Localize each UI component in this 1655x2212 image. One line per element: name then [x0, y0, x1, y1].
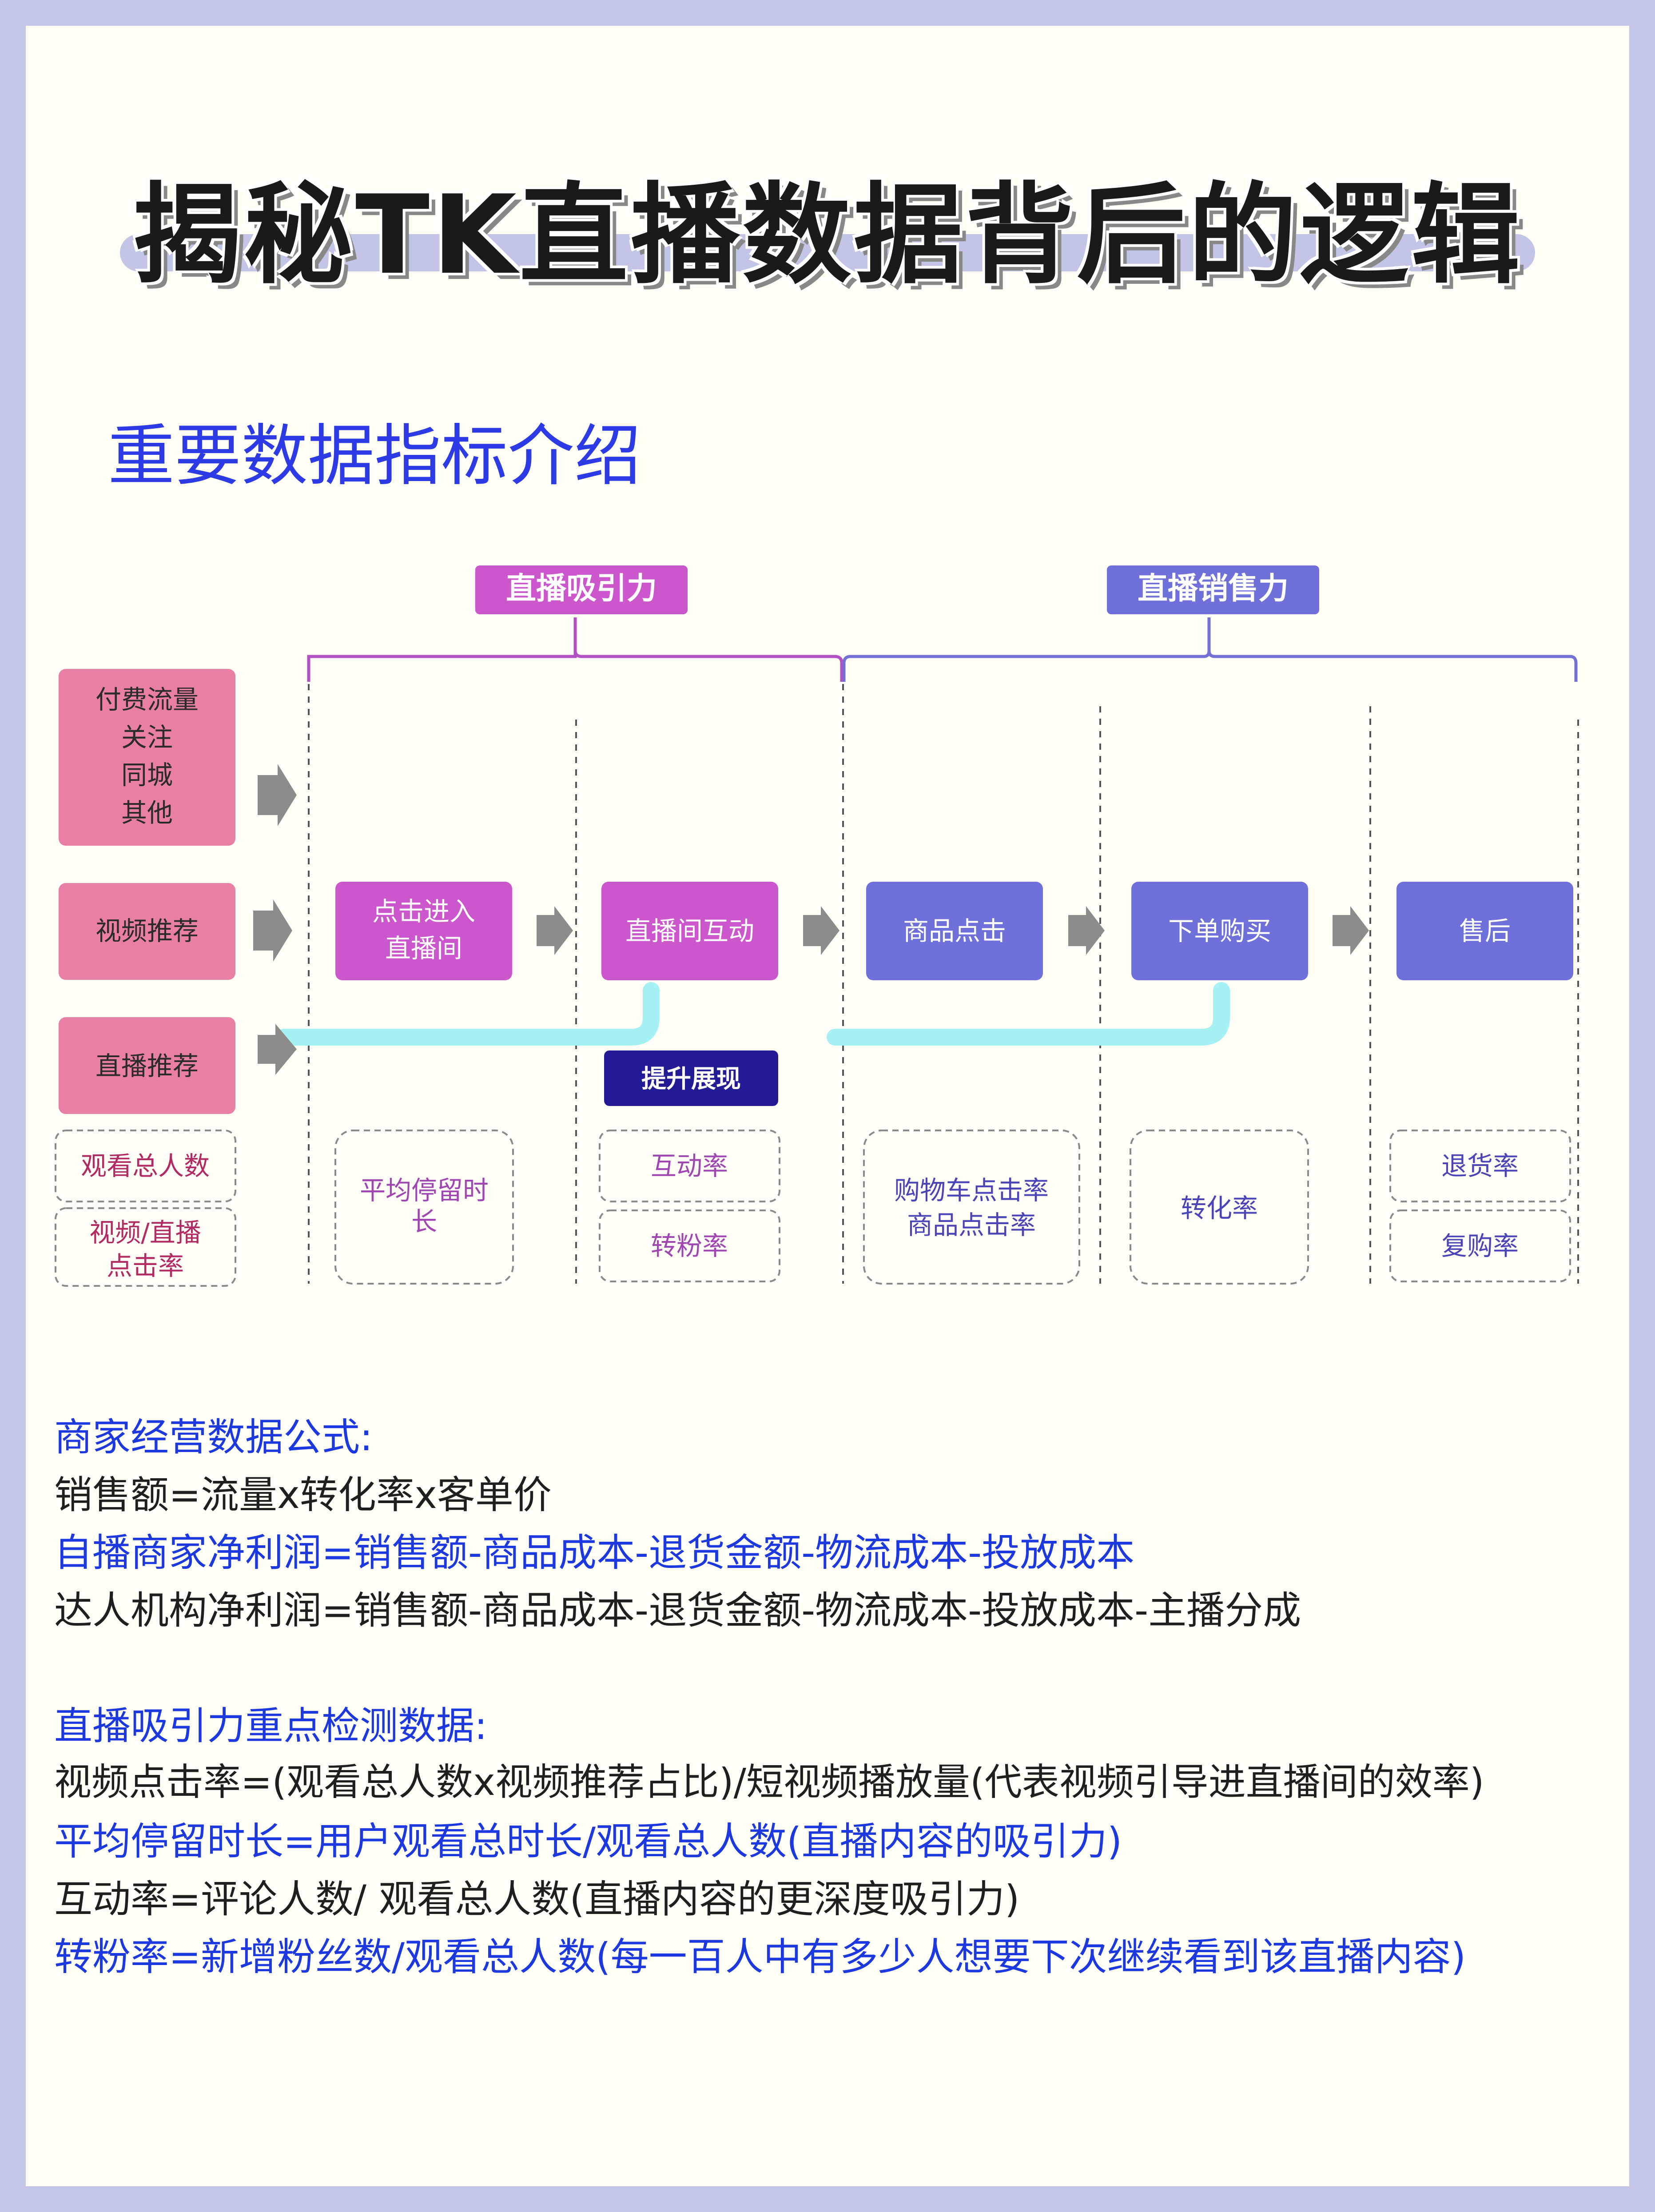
step-click-enter-box [335, 882, 512, 980]
flow-arrows [253, 764, 1369, 1075]
step-after-sale-box [1396, 882, 1573, 980]
metric-conversion: 转化率 [1181, 1193, 1258, 1223]
arrow-paid [258, 764, 297, 826]
brace-sales [842, 617, 1578, 682]
interact-formula: 互动率=评论人数/ 观看总人数(直播内容的更深度吸引力) [54, 1877, 1020, 1922]
agency-profit-formula: 达人机构净利润=销售额-商品成本-退货金额-物流成本-投放成本-主播分成 [54, 1588, 1301, 1633]
dashed-dividers [308, 684, 1579, 1284]
metric-avg-stay-line-2: 长 [411, 1206, 437, 1237]
metric-click-rate-line-1: 视频/直播 [89, 1217, 201, 1248]
source-live-rec-box [59, 1017, 235, 1114]
video-click-formula: 视频点击率=(观看总人数x视频推荐占比)/短视频播放量(代表视频引导进直播间的效… [54, 1760, 1484, 1804]
metric-total-viewers-box [55, 1130, 236, 1202]
metric-cart-click-line-2: 商品点击率 [907, 1210, 1036, 1240]
boost-box [604, 1050, 778, 1106]
follow-formula: 转粉率=新增粉丝数/观看总人数(每一百人中有多少人想要下次继续看到该直播内容) [54, 1935, 1466, 1979]
step-order-label: 下单购买 [1168, 916, 1271, 946]
content-card [26, 26, 1629, 2186]
source-paid-line-4: 其他 [121, 798, 173, 828]
feedback-line-attraction [276, 982, 660, 1046]
arrow-video [253, 899, 292, 962]
metric-avg-stay-line-1: 平均停留时 [360, 1175, 489, 1205]
metric-click-rate-box [55, 1207, 236, 1287]
metric-follow-rate: 转粉率 [651, 1231, 728, 1261]
group-attraction-label: 直播吸引力 [506, 571, 657, 606]
arrow-step-1 [537, 906, 573, 955]
metric-total-viewers: 观看总人数 [81, 1151, 210, 1181]
source-paid-line-3: 同城 [121, 760, 173, 790]
step-interact-box [601, 882, 778, 980]
metric-follow-rate-box [599, 1209, 780, 1282]
merchant-formula-title: 商家经营数据公式: [54, 1415, 373, 1460]
source-paid-box [59, 669, 235, 846]
arrow-step-4 [1333, 906, 1369, 955]
arrow-live [258, 1024, 297, 1075]
brace-attraction [307, 617, 843, 682]
source-video-rec-box [59, 883, 235, 980]
page-title: 揭秘TK直播数据背后的逻辑 [132, 172, 1523, 298]
metric-repurchase: 复购率 [1441, 1231, 1519, 1261]
source-video-rec-label: 视频推荐 [95, 916, 199, 946]
step-click-enter-line-1: 点击进入 [372, 896, 475, 927]
step-order-box [1131, 882, 1308, 980]
group-attraction-header [475, 565, 688, 614]
metric-conversion-box [1130, 1130, 1309, 1285]
source-live-rec-label: 直播推荐 [95, 1051, 199, 1081]
boost-label: 提升展现 [641, 1065, 741, 1094]
metric-avg-stay-box [334, 1130, 514, 1285]
arrow-step-3 [1068, 906, 1105, 955]
metric-return-rate: 退货率 [1441, 1151, 1519, 1181]
group-sales-label: 直播销售力 [1138, 571, 1289, 606]
step-interact-label: 直播间互动 [625, 916, 754, 946]
step-click-enter-line-2: 直播间 [385, 933, 462, 963]
metric-return-rate-box [1389, 1130, 1571, 1202]
source-paid-line-1: 付费流量 [95, 684, 199, 715]
attraction-metrics-title: 直播吸引力重点检测数据: [54, 1704, 487, 1748]
sales-formula: 销售额=流量x转化率x客单价 [54, 1473, 552, 1517]
group-sales-header [1107, 565, 1319, 614]
metric-interact-rate: 互动率 [651, 1151, 728, 1181]
feedback-line-sales [827, 982, 1230, 1046]
metric-interact-rate-box [599, 1130, 780, 1202]
step-product-click-label: 商品点击 [903, 916, 1006, 946]
step-after-sale-label: 售后 [1459, 916, 1511, 946]
self-profit-formula: 自播商家净利润=销售额-商品成本-退货金额-物流成本-投放成本 [54, 1531, 1135, 1575]
metric-cart-click-box [863, 1130, 1080, 1285]
source-paid-line-2: 关注 [121, 722, 173, 752]
metric-cart-click-line-1: 购物车点击率 [894, 1175, 1049, 1205]
metric-repurchase-box [1389, 1209, 1571, 1282]
avg-stay-formula: 平均停留时长=用户观看总时长/观看总人数(直播内容的吸引力) [54, 1819, 1122, 1864]
title-underline [120, 234, 1535, 271]
arrow-step-2 [803, 906, 839, 955]
section-heading: 重要数据指标介绍 [108, 418, 641, 495]
step-product-click-box [866, 882, 1043, 980]
metric-click-rate-line-2: 点击率 [107, 1251, 184, 1281]
